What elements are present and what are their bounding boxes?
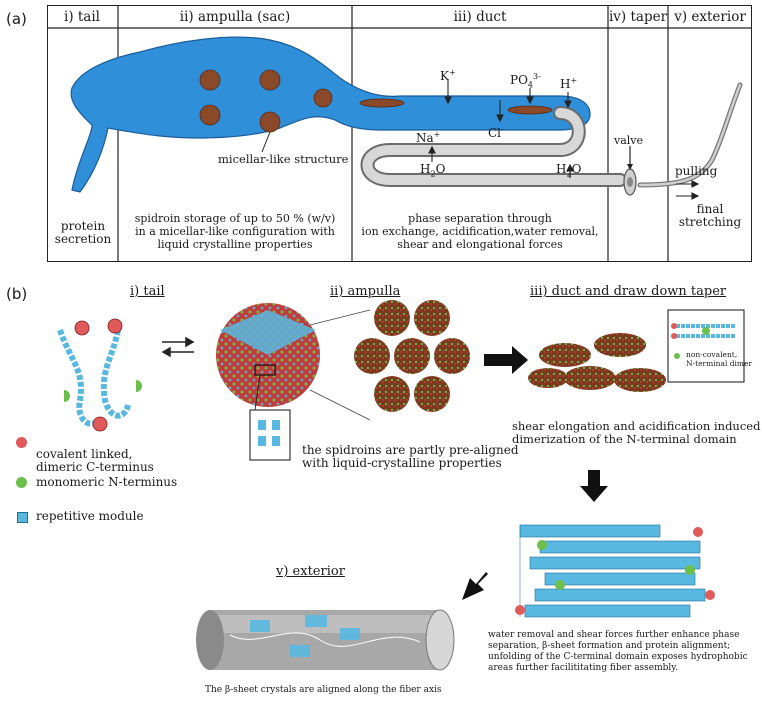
ion-h: H+ [560,76,578,91]
legend-repetitive: repetitive module [17,510,144,523]
section-duct-header: iii) duct [453,9,507,25]
beta-sheet-blocks [519,524,706,618]
panel-a-drawing: MaSp [47,5,752,262]
arrow-to-exterior [462,572,488,600]
b-exterior-title: v) exterior [276,564,345,579]
exterior-caption: final stretching [678,202,742,229]
micelle-group [199,69,553,133]
panel-a-label: (a) [6,10,27,28]
micelle-label: micellar-like structure [218,152,349,166]
water-left: H2O [420,162,446,179]
panel-b-drawing [57,300,745,671]
c-terminus-icon [16,437,27,448]
fiber-cylinder [196,609,455,671]
arrow-to-duct [484,346,528,374]
ion-cl: Cl- [488,125,504,140]
tail-caption: protein secretion [54,219,112,246]
duct-b-caption: shear elongation and acidification induc… [512,419,761,446]
arrow-down [580,470,608,502]
panel-a-frame [47,5,752,262]
tail-protein-chains [57,318,142,432]
b-duct-title: iii) duct and draw down taper [530,284,727,299]
duct-caption: phase separation through ion exchange, a… [361,212,599,251]
section-exterior-header: v) exterior [674,9,746,25]
beta-sheet-caption: water removal and shear forces further e… [488,630,748,673]
ion-na: Na+ [416,130,441,145]
ampulla-sphere [216,303,320,461]
masp-label: MaSp [59,116,81,134]
ion-k: K+ [440,68,456,83]
section-ampulla-header: ii) ampulla (sac) [179,9,291,25]
section-tail-header: i) tail [64,9,100,25]
gland-body [70,36,591,193]
b-ampulla-title: ii) ampulla [330,284,401,299]
micelle-cluster [354,300,470,412]
repetitive-module-icon [17,512,28,523]
ampulla-b-caption: the spidroins are partly pre-aligned wit… [302,443,519,470]
fiber-caption: The β-sheet crystals are aligned along t… [205,685,442,695]
ion-po4: PO43- [510,72,541,90]
water-right: H2O [556,162,582,179]
legend-n-terminus: monomeric N-terminus [16,476,177,489]
elongated-micelles [528,333,666,392]
section-taper-header: iv) taper [608,9,668,25]
n-terminus-icon [16,477,27,488]
dimer-inset-label: non-covalent, N-terminal dimer [686,350,753,368]
panel-b-label: (b) [6,285,28,303]
dimer-inset [667,309,745,383]
b-tail-title: i) tail [130,284,165,299]
valve-label: valve [614,134,644,147]
pulling-label: pulling [675,164,718,178]
legend-c-terminus: covalent linked, dimeric C-terminus [16,435,154,474]
ampulla-caption: spidroin storage of up to 50 % (w/v) in … [134,212,336,251]
equilibrium-arrows [161,336,195,358]
